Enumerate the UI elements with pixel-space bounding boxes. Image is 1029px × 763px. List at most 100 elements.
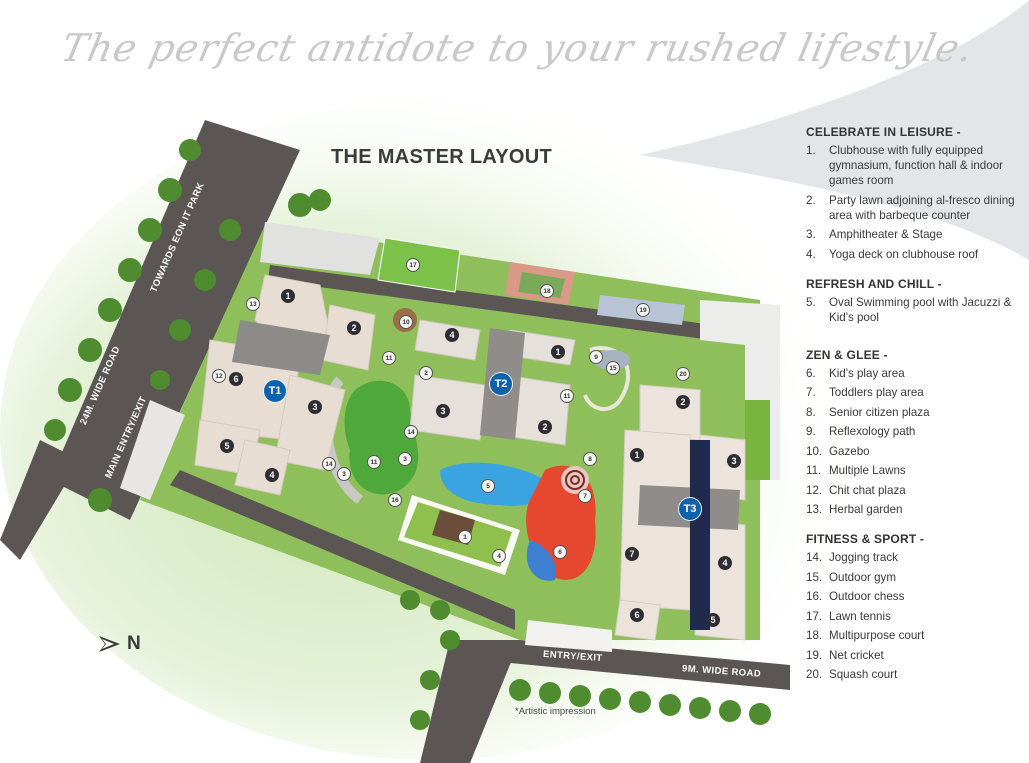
north-arrow-icon [99, 636, 120, 652]
legend-item-text: Net cricket [829, 648, 884, 662]
amenity-marker-18[interactable]: 18 [540, 284, 554, 298]
legend-section-title: REFRESH AND CHILL - [806, 276, 942, 291]
north-label: N [127, 633, 141, 654]
legend-item-text: Outdoor gym [829, 570, 897, 584]
legend-item: 7. Toddlers play area [806, 385, 1021, 400]
legend-item-number: 15. [806, 570, 823, 584]
legend-item: 16.Outdoor chess [806, 589, 1021, 604]
legend-item: 12. Chit chat plaza [806, 483, 1021, 498]
legend-item-text: Clubhouse with fully equipped gymnasium,… [829, 144, 1003, 187]
legend-item-text: Chit chat plaza [829, 483, 906, 497]
tower-badge-t2[interactable]: T2 [489, 372, 513, 396]
legend-item-text: Multiple Lawns [829, 464, 906, 477]
amenity-marker-11c[interactable]: 11 [560, 389, 574, 403]
legend-section-zen: ZEN & GLEE - 6. Kid's play area 7. Toddler… [806, 347, 1021, 518]
t2-wing-3: 3 [436, 404, 450, 418]
legend-item-number: 13. [806, 503, 823, 516]
legend-item-number: 4. [806, 247, 816, 261]
amenity-marker-16[interactable]: 16 [388, 493, 402, 507]
amenity-marker-8[interactable]: 8 [583, 452, 597, 466]
legend-item: 14. Jogging track [806, 550, 1021, 565]
legend-item-text: Lawn tennis [829, 609, 891, 623]
amenity-marker-17[interactable]: 17 [406, 258, 420, 272]
amenity-marker-9[interactable]: 9 [589, 350, 603, 364]
legend-item: 2.Party lawn adjoining al-fresco dining … [806, 193, 1021, 223]
legend-item-number: 3. [806, 228, 816, 241]
legend-section-title: ZEN & GLEE - [806, 347, 888, 362]
amenity-marker-20[interactable]: 20 [676, 367, 690, 381]
amenity-marker-5[interactable]: 5 [481, 479, 495, 493]
t2-wing-1: 1 [551, 345, 565, 359]
legend-item-number: 16. [806, 590, 823, 603]
legend-item-text: Reflexology path [829, 425, 916, 438]
legend-item-text: Jogging track [829, 551, 898, 564]
legend-item-number: 14. [806, 551, 823, 564]
legend-item: 15. Outdoor gym [806, 570, 1021, 585]
legend-item-number: 19. [806, 648, 823, 662]
legend-item-number: 1. [806, 144, 816, 157]
t1-wing-1: 1 [281, 289, 295, 303]
t2-wing-2: 2 [538, 420, 552, 434]
amenity-marker-10[interactable]: 10 [399, 315, 413, 329]
amenity-marker-3a[interactable]: 3 [398, 452, 412, 466]
legend-section-fitness: FITNESS & SPORT - 14.Jogging track 15.Ou… [806, 531, 1021, 682]
legend-item-text: Party lawn adjoining al-fresco dining ar… [829, 193, 1015, 222]
legend-item-text: Herbal garden [829, 503, 903, 516]
legend-item-number: 11. [806, 464, 822, 477]
legend-item: 17. Lawn tennis [806, 609, 1021, 624]
t3-wing-1: 1 [630, 448, 644, 462]
t1-wing-5: 5 [220, 439, 234, 453]
north-indicator: N [97, 633, 141, 655]
legend-item-text: Kid's play area [829, 366, 905, 380]
legend-item: 5.Oval Swimming pool with Jacuzzi & Kid'… [806, 295, 1021, 325]
amenity-marker-14a[interactable]: 14 [404, 425, 418, 439]
t3-wing-4: 4 [718, 556, 732, 570]
amenity-marker-4[interactable]: 4 [492, 549, 506, 563]
t1-wing-2: 2 [347, 321, 361, 335]
legend-item: 3. Amphitheater & Stage [806, 227, 1021, 242]
legend-item: 20.Squash court [806, 667, 1021, 682]
amenity-marker-13[interactable]: 13 [246, 297, 260, 311]
amenity-marker-6[interactable]: 6 [553, 545, 567, 559]
legend-item-number: 18. [806, 629, 823, 642]
legend-item-text: Amphitheater & Stage [829, 228, 943, 241]
amenity-marker-1[interactable]: 1 [458, 530, 472, 544]
tower-badge-t3[interactable]: T3 [678, 497, 702, 521]
legend-item-text: Toddlers play area [829, 386, 924, 399]
t2-wing-4: 4 [445, 328, 459, 342]
legend-item-number: 17. [806, 609, 823, 623]
legend-item-number: 6. [806, 366, 816, 380]
legend-section-leisure: CELEBRATE IN LEISURE - 1.Clubhouse with … [806, 124, 1021, 262]
legend-item-text: Yoga deck on clubhouse roof [829, 247, 979, 261]
t1-wing-6: 6 [229, 372, 243, 386]
legend-item: 13. Herbal garden [806, 502, 1021, 517]
legend-item: 6. Kid's play area [806, 366, 1021, 381]
legend-item-text: Multipurpose court [829, 629, 925, 642]
amenity-marker-3b[interactable]: 3 [337, 467, 351, 481]
artistic-impression-note: *Artistic impression [515, 706, 596, 717]
amenity-marker-15[interactable]: 15 [606, 361, 620, 375]
legend-item: 1. Clubhouse with fully equipped gymnasiu… [806, 143, 1021, 188]
amenity-marker-19[interactable]: 19 [636, 303, 650, 317]
legend-item-text: Senior citizen plaza [829, 405, 930, 419]
legend-item: 19. Net cricket [806, 648, 1021, 663]
legend-item-number: 7. [806, 386, 816, 399]
t3-wing-6: 6 [630, 608, 644, 622]
legend-item: 8.Senior citizen plaza [806, 405, 1021, 420]
tower-badge-t1[interactable]: T1 [263, 379, 287, 403]
legend-item-number: 20. [806, 668, 823, 681]
amenity-marker-2[interactable]: 2 [419, 366, 433, 380]
t1-wing-3: 3 [308, 400, 322, 414]
amenity-marker-12[interactable]: 12 [212, 369, 226, 383]
legend-item: 4. Yoga deck on clubhouse roof [806, 247, 1021, 262]
amenity-marker-14b[interactable]: 14 [322, 457, 336, 471]
t3-wing-3: 3 [727, 454, 741, 468]
amenity-marker-11a[interactable]: 11 [382, 351, 396, 365]
page-title: THE MASTER LAYOUT [331, 146, 553, 168]
legend-item: 10.Gazebo [806, 444, 1021, 459]
legend-item-text: Oval Swimming pool with Jacuzzi & Kid's … [829, 295, 1012, 324]
t1-wing-4: 4 [265, 468, 279, 482]
amenity-marker-7[interactable]: 7 [578, 489, 592, 503]
amenity-marker-11b[interactable]: 11 [367, 455, 381, 469]
legend-item-number: 12. [806, 483, 823, 497]
